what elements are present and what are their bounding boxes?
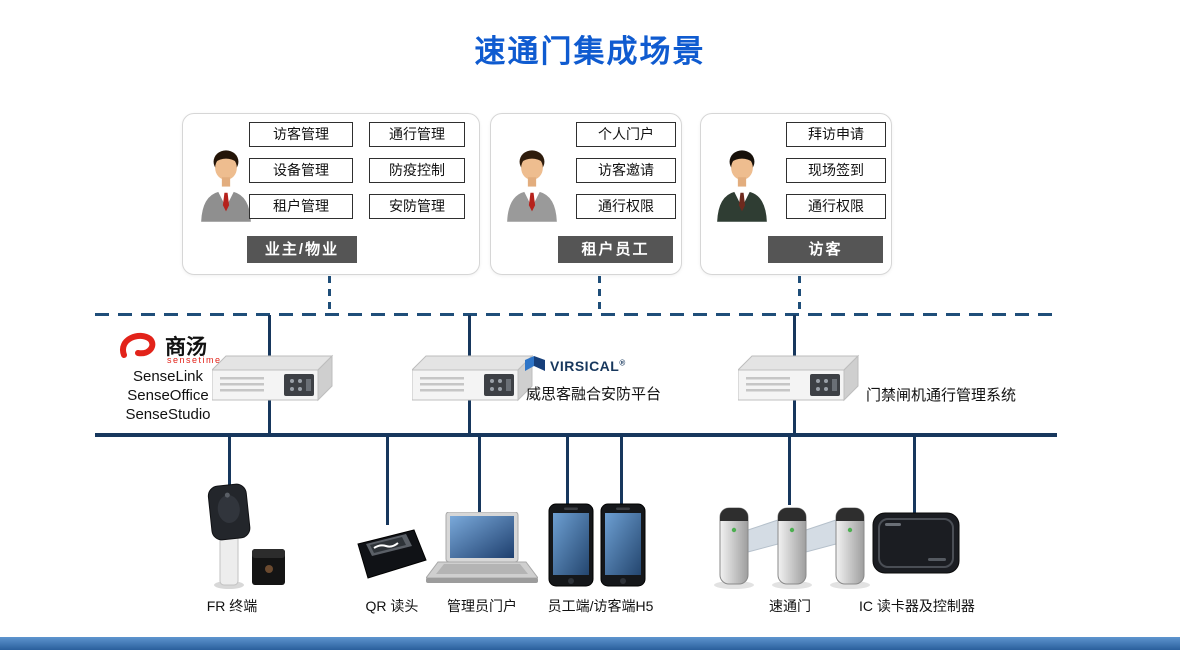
tag-device-mgmt: 设备管理 [249, 158, 353, 183]
person-visitor-icon [717, 150, 767, 222]
employee-phone-icon [548, 503, 594, 587]
tag-visitor-mgmt: 访客管理 [249, 122, 353, 147]
tag-visit-apply: 拜访申请 [786, 122, 886, 147]
virsical-caption: 威思客融合安防平台 [526, 386, 662, 403]
label-h5-clients: 员工端/访客端H5 [547, 598, 654, 614]
connector-laptop [478, 435, 481, 517]
sensetime-logo-icon [120, 332, 156, 358]
page-title: 速通门集成场景 [474, 34, 706, 69]
gate-system-caption: 门禁闸机通行管理系统 [866, 387, 1017, 404]
group-box-owner: 访客管理 通行管理 设备管理 防疫控制 租户管理 安防管理 业主/物业 [182, 113, 480, 275]
label-admin-portal: 管理员门户 [447, 598, 517, 614]
sensetime-product-sensestudio: SenseStudio [125, 406, 211, 423]
person-tenant-icon [507, 150, 557, 222]
person-owner-icon [201, 150, 251, 222]
tag-security-mgmt: 安防管理 [369, 194, 465, 219]
tag-epidemic-ctrl: 防疫控制 [369, 158, 465, 183]
connector-phone-2 [620, 435, 623, 507]
tag-onsite-signin: 现场签到 [786, 158, 886, 183]
group-label-tenant: 租户员工 [558, 236, 673, 263]
sensetime-brand-name: 商汤 [165, 336, 207, 359]
connector-ic-reader [913, 435, 916, 515]
speed-gate-icon [714, 507, 870, 589]
sensetime-product-senselink: SenseLink [132, 368, 204, 385]
dashed-bus-line [95, 313, 1057, 316]
label-speed-gate: 速通门 [769, 598, 811, 614]
tag-access-rights2: 通行权限 [786, 194, 886, 219]
group-box-visitor: 拜访申请 现场签到 通行权限 访客 [700, 113, 892, 275]
connector-phone-1 [566, 435, 569, 507]
connector-speed-gate [788, 435, 791, 505]
group-label-owner: 业主/物业 [247, 236, 357, 263]
server-gate-system-icon [738, 354, 860, 402]
virsical-logo-icon [525, 356, 545, 371]
tag-personal-portal: 个人门户 [576, 122, 676, 147]
qr-reader-icon [357, 529, 427, 579]
laptop-icon [426, 512, 538, 583]
group-label-visitor: 访客 [768, 236, 883, 263]
tag-access-mgmt: 通行管理 [369, 122, 465, 147]
ic-reader-icon [872, 512, 960, 574]
virsical-name-text: VIRSICAL [550, 358, 620, 374]
connector-qr-reader [386, 435, 389, 525]
sensetime-product-senseoffice: SenseOffice [127, 387, 209, 404]
fr-terminal-icon [207, 483, 285, 589]
label-fr-terminal: FR 终端 [206, 598, 258, 614]
connector-visitor-dashed [798, 276, 801, 315]
footer-accent-bar [0, 637, 1180, 650]
tag-access-rights: 通行权限 [576, 194, 676, 219]
tag-tenant-mgmt: 租户管理 [249, 194, 353, 219]
visitor-phone-icon [600, 503, 646, 587]
virsical-reg-mark: ® [619, 358, 626, 368]
connector-tenant-dashed [598, 276, 601, 315]
label-qr-reader: QR 读头 [365, 598, 419, 614]
sensetime-brand-sub: sensetime [167, 355, 222, 365]
device-bus-line [95, 433, 1057, 437]
tag-visitor-invite: 访客邀请 [576, 158, 676, 183]
server-virsical-icon [412, 354, 534, 402]
connector-fr-terminal [228, 435, 231, 489]
group-box-tenant: 个人门户 访客邀请 通行权限 租户员工 [490, 113, 682, 275]
connector-owner-dashed [328, 276, 331, 315]
server-sensetime-icon [212, 354, 334, 402]
virsical-brand-name: VIRSICAL® [550, 358, 626, 374]
label-ic-reader: IC 读卡器及控制器 [859, 598, 975, 614]
